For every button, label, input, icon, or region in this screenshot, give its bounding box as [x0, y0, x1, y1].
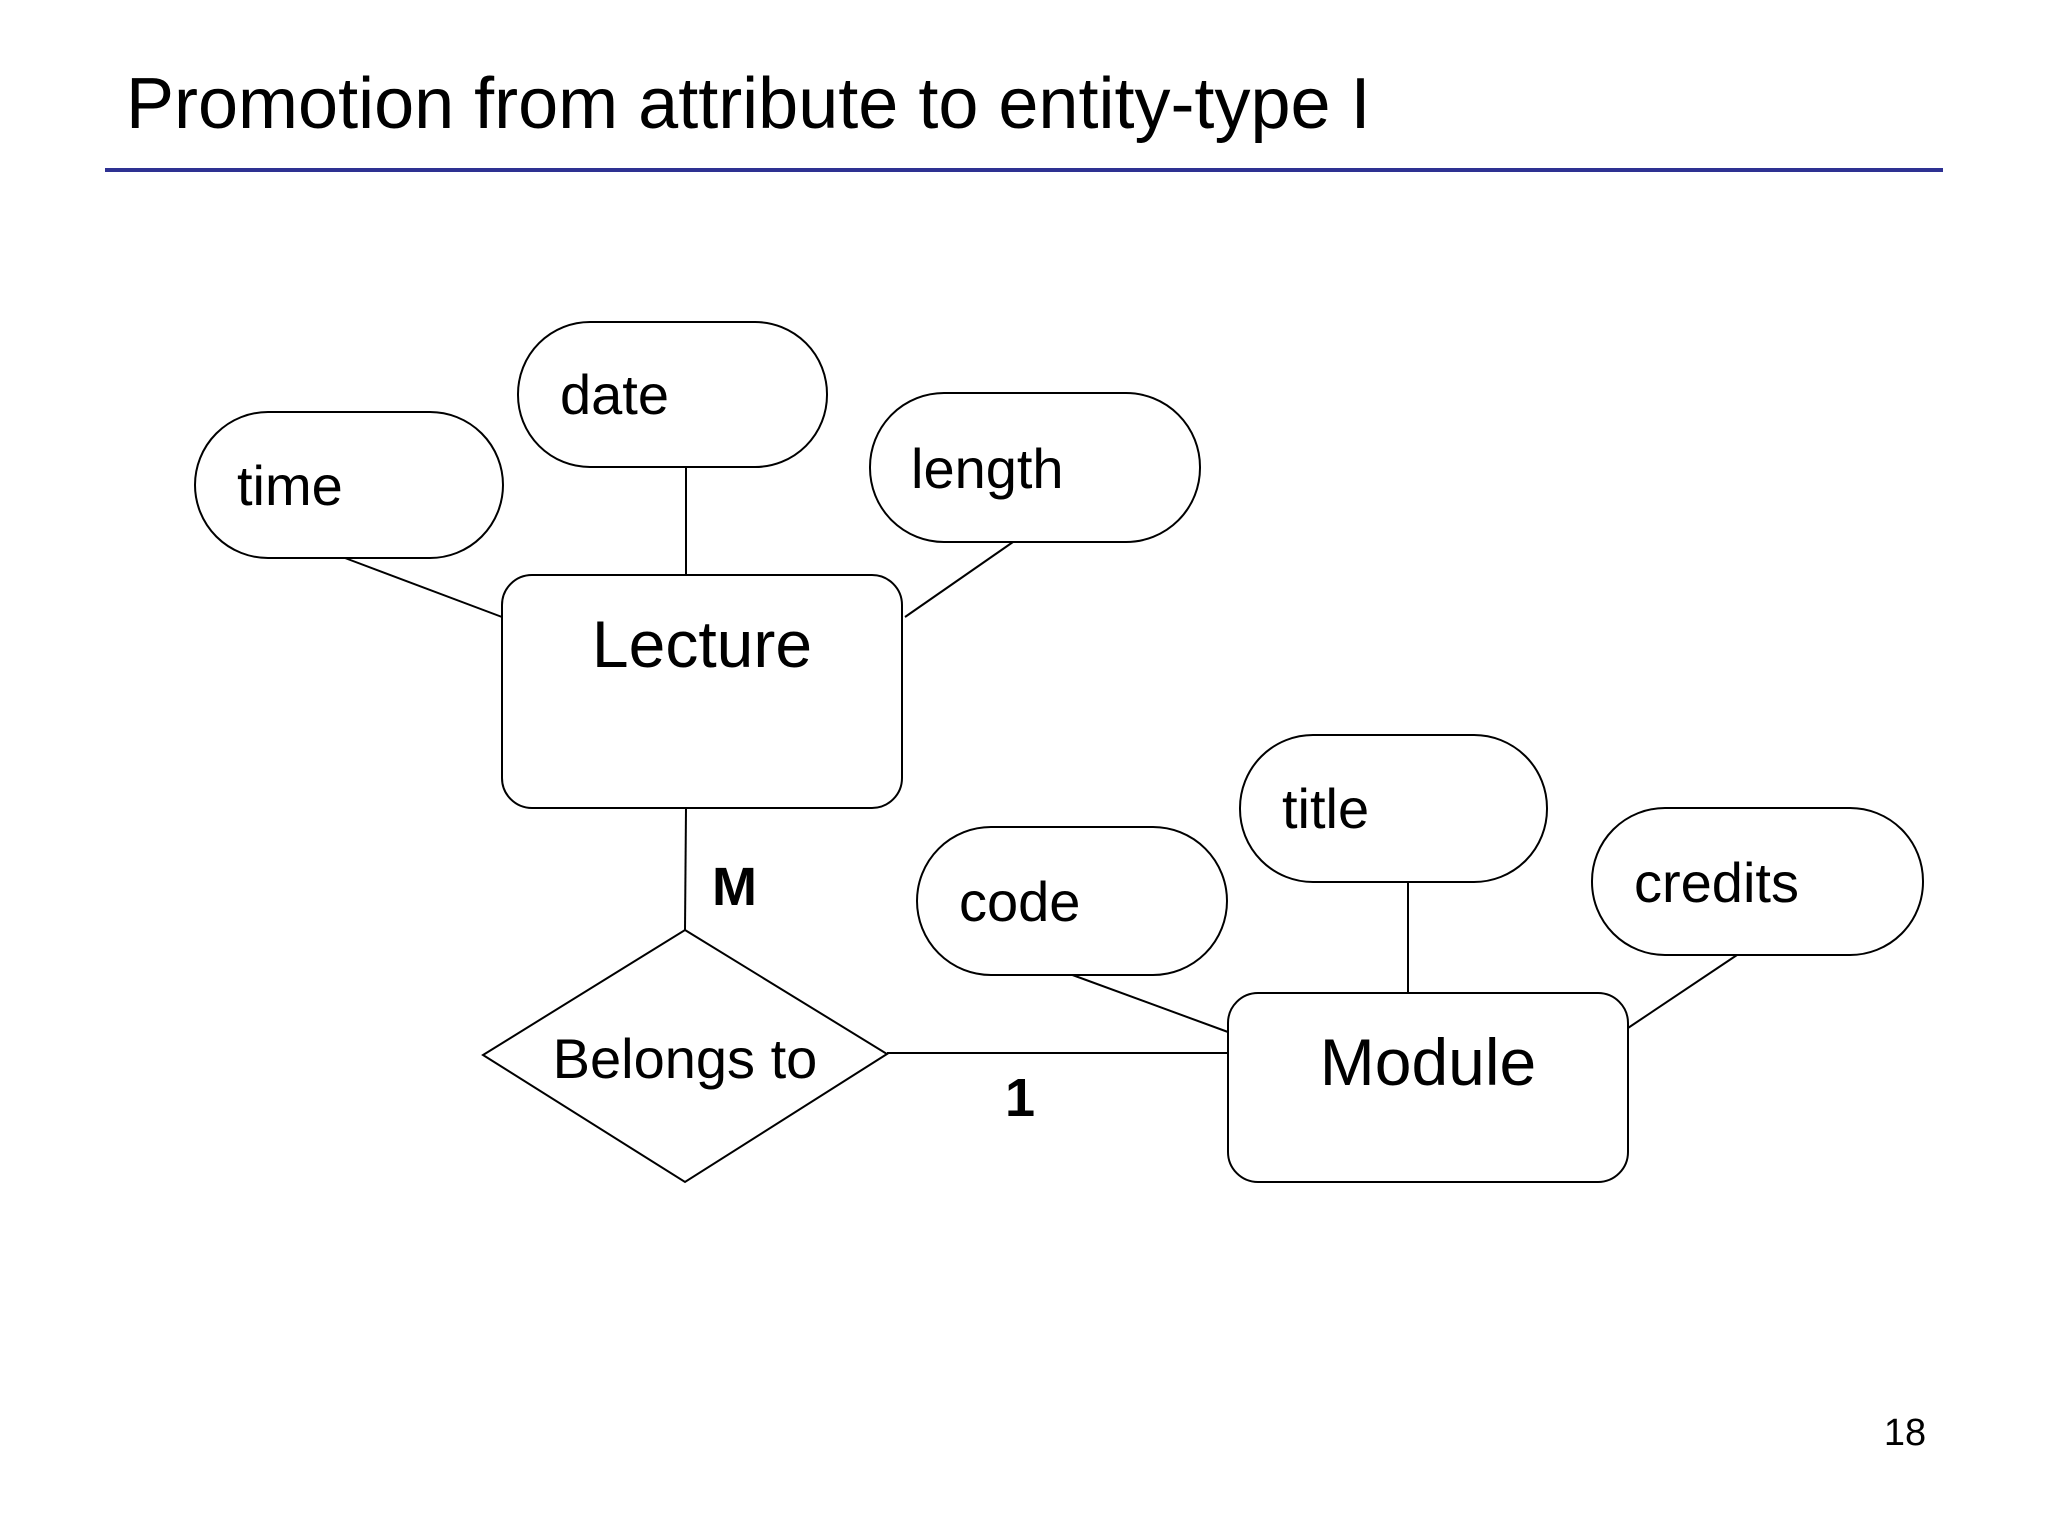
connector-length-lecture: [904, 541, 1014, 618]
attribute-length-label: length: [911, 437, 1064, 500]
entity-module-label: Module: [1320, 1025, 1536, 1099]
cardinality-1-label: 1: [1005, 1068, 1035, 1128]
entity-lecture-box: [501, 574, 903, 809]
attribute-title-oval: [1239, 734, 1548, 883]
title-underline: [105, 168, 1943, 172]
attribute-credits: credits: [1591, 807, 1924, 956]
entity-module-box: [1227, 992, 1629, 1183]
connector-time-lecture: [344, 557, 503, 618]
attribute-code: code: [916, 826, 1228, 976]
entity-lecture-label: Lecture: [592, 607, 812, 681]
connector-lecture-relationship: [684, 807, 687, 931]
attribute-title: title: [1239, 734, 1548, 883]
attribute-date: date: [517, 321, 828, 468]
attribute-time: time: [194, 411, 504, 559]
entity-lecture: Lecture: [501, 574, 903, 809]
attribute-length: length: [869, 392, 1201, 543]
connector-code-module: [1066, 972, 1229, 1033]
attribute-credits-label: credits: [1634, 851, 1799, 914]
relationship-belongs-to: Belongs to: [481, 928, 889, 1184]
attribute-title-label: title: [1282, 777, 1369, 840]
relationship-belongs-to-label: Belongs to: [553, 1027, 818, 1090]
connector-credits-module: [1624, 954, 1738, 1031]
attribute-date-oval: [517, 321, 828, 468]
attribute-time-oval: [194, 411, 504, 559]
attribute-date-label: date: [560, 363, 669, 426]
entity-module: Module: [1227, 992, 1629, 1183]
attribute-code-label: code: [959, 870, 1080, 933]
attribute-credits-oval: [1591, 807, 1924, 956]
relationship-belongs-to-diamond: [481, 928, 889, 1184]
slide-title: Promotion from attribute to entity-type …: [126, 64, 1371, 144]
connectors: [344, 467, 1738, 1054]
cardinality-m-label: M: [712, 857, 757, 917]
attribute-time-label: time: [237, 454, 343, 517]
attribute-code-oval: [916, 826, 1228, 976]
page-number: 18: [1883, 1412, 1927, 1454]
attribute-length-oval: [869, 392, 1201, 543]
